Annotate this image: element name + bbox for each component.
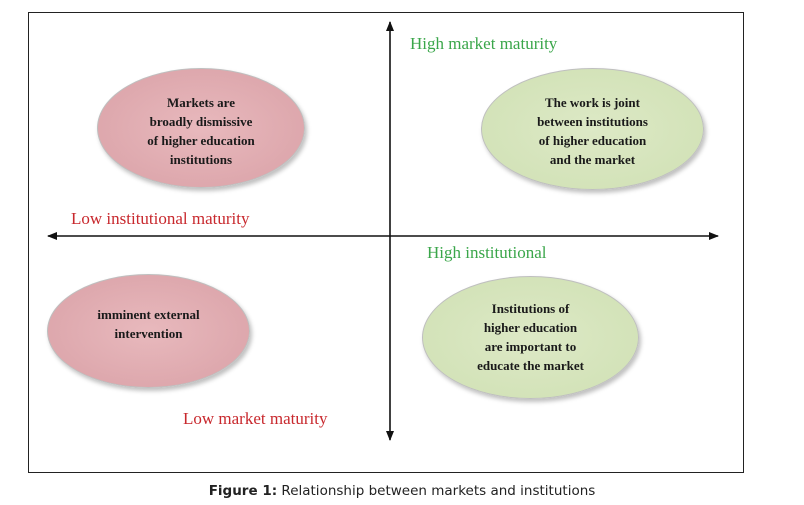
quadrant-bottom-left-text: imminent external intervention bbox=[97, 307, 200, 341]
axis-label-bottom: Low market maturity bbox=[183, 409, 328, 428]
axis-label-right: High institutional bbox=[427, 243, 547, 262]
figure-caption-label: Figure 1: bbox=[208, 483, 278, 499]
quadrant-top-right-text: The work is joint between institutions o… bbox=[537, 95, 648, 167]
quadrant-top-left-ellipse: Markets are broadly dismissive of higher… bbox=[97, 68, 305, 188]
quadrant-bottom-left-ellipse: imminent external intervention bbox=[47, 274, 250, 388]
quadrant-top-left-text: Markets are broadly dismissive of higher… bbox=[147, 95, 255, 167]
quadrant-bottom-right-text: Institutions of higher education are imp… bbox=[477, 301, 584, 373]
axis-label-top: High market maturity bbox=[410, 34, 558, 53]
axis-label-left: Low institutional maturity bbox=[71, 209, 250, 228]
figure-caption-text: Relationship between markets and institu… bbox=[277, 483, 596, 499]
figure-caption: Figure 1: Relationship between markets a… bbox=[0, 483, 804, 499]
quadrant-top-right-ellipse: The work is joint between institutions o… bbox=[481, 68, 704, 190]
quadrant-bottom-right-ellipse: Institutions of higher education are imp… bbox=[422, 276, 639, 399]
